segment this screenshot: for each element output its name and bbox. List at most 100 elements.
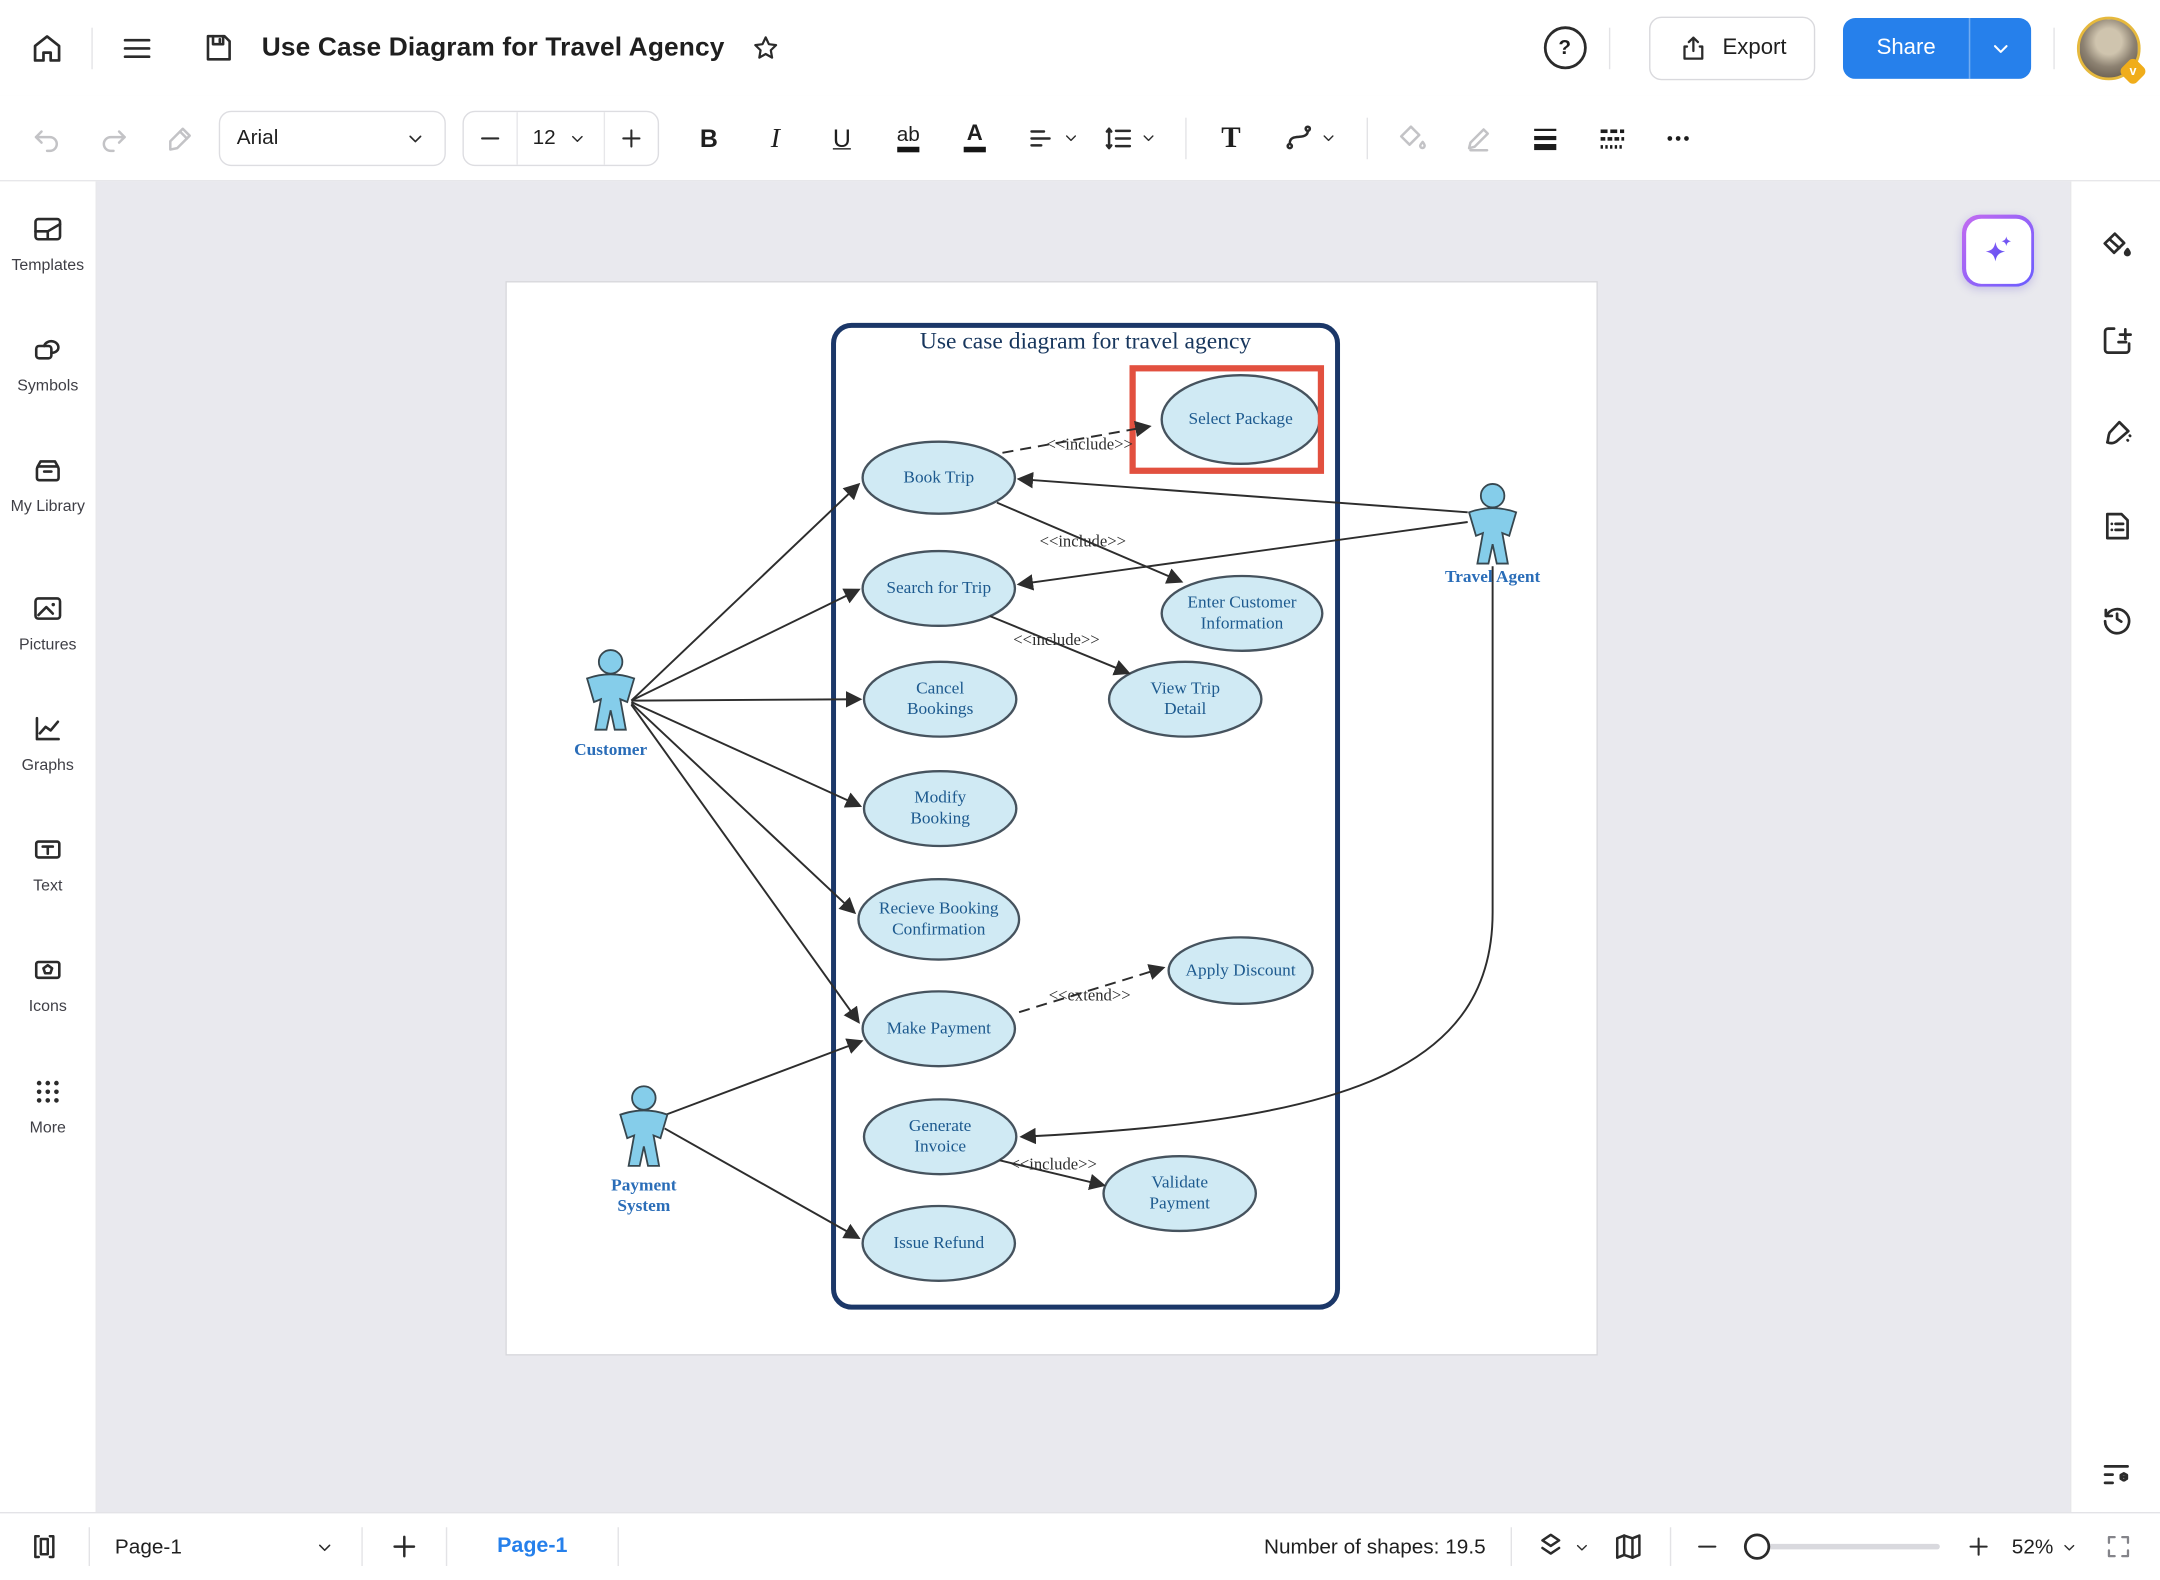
user-avatar[interactable]: v bbox=[2076, 15, 2148, 86]
system-boundary-rect[interactable] bbox=[831, 322, 1341, 1310]
include-search-trip-view-trip-detail[interactable] bbox=[989, 615, 1131, 676]
assoc-customer-modify-booking[interactable] bbox=[630, 701, 863, 808]
line-weight-button[interactable] bbox=[1518, 110, 1573, 165]
fill-color-button[interactable] bbox=[1385, 110, 1440, 165]
include-book-trip-select-package[interactable] bbox=[1002, 420, 1152, 454]
add-page-button[interactable] bbox=[377, 1519, 432, 1574]
graphs-icon bbox=[35, 716, 60, 741]
sidebar-item-templates[interactable]: Templates bbox=[0, 212, 96, 276]
underline-button[interactable]: U bbox=[814, 110, 869, 165]
actor-travel-agent-figure[interactable] bbox=[1467, 483, 1518, 565]
connector-tool-button[interactable] bbox=[1270, 110, 1350, 165]
assoc-travel-agent-book-trip[interactable] bbox=[1016, 471, 1468, 514]
font-family-select[interactable]: Arial bbox=[218, 110, 446, 166]
divider bbox=[91, 26, 93, 69]
format-painter-button[interactable] bbox=[152, 110, 207, 165]
usecase-recieve-booking-confirmation[interactable] bbox=[857, 878, 1021, 961]
usecase-generate-invoice[interactable] bbox=[862, 1098, 1018, 1176]
zoom-slider[interactable] bbox=[1743, 1533, 1940, 1560]
usecase-search-for-trip[interactable] bbox=[861, 549, 1017, 628]
assoc-travel-agent-search-trip[interactable] bbox=[1016, 521, 1468, 591]
export-button[interactable]: Export bbox=[1649, 15, 1816, 80]
history-button[interactable] bbox=[2091, 593, 2144, 646]
text-align-button[interactable] bbox=[1014, 110, 1092, 165]
redo-button[interactable] bbox=[86, 110, 141, 165]
border-color-button[interactable] bbox=[1451, 110, 1506, 165]
more-tools-button[interactable] bbox=[1650, 110, 1705, 165]
assoc-customer-make-payment[interactable] bbox=[630, 704, 860, 1024]
usecase-cancel-bookings[interactable] bbox=[862, 660, 1018, 738]
zoom-slider-knob[interactable] bbox=[1743, 1533, 1771, 1560]
pages-panel-button[interactable] bbox=[14, 1519, 75, 1574]
favorite-button[interactable] bbox=[738, 20, 793, 75]
minimap-button[interactable] bbox=[1601, 1519, 1656, 1574]
templates-icon bbox=[34, 217, 62, 241]
help-button[interactable]: ? bbox=[1537, 20, 1592, 75]
font-size-select[interactable]: 12 bbox=[516, 111, 606, 165]
usecase-apply-discount[interactable] bbox=[1167, 936, 1314, 1006]
usecase-select-package[interactable] bbox=[1160, 374, 1321, 466]
document-title[interactable]: Use Case Diagram for Travel Agency bbox=[261, 32, 725, 62]
assoc-customer-cancel-bookings[interactable] bbox=[631, 691, 863, 708]
main-menu-button[interactable] bbox=[109, 20, 164, 75]
drawing-canvas[interactable]: Use case diagram for travel agency Selec… bbox=[95, 181, 2070, 1512]
sidebar-item-symbols[interactable]: Symbols bbox=[0, 332, 96, 396]
font-size-increase-button[interactable] bbox=[605, 111, 658, 164]
usecase-issue-refund[interactable] bbox=[861, 1204, 1017, 1282]
zoom-in-button[interactable] bbox=[1956, 1519, 2000, 1574]
assoc-customer-recieve-confirmation[interactable] bbox=[630, 702, 857, 915]
extend-make-payment-apply-discount[interactable] bbox=[1018, 964, 1166, 1014]
document-notes-button[interactable] bbox=[2091, 500, 2144, 553]
usecase-make-payment[interactable] bbox=[861, 990, 1017, 1068]
sidebar-item-text[interactable]: Text bbox=[0, 832, 96, 896]
fullscreen-button[interactable] bbox=[2091, 1519, 2146, 1574]
sidebar-item-icons[interactable]: Icons bbox=[0, 953, 96, 1017]
assoc-customer-search-trip[interactable] bbox=[630, 588, 861, 702]
divider bbox=[1608, 26, 1611, 69]
diagram-page[interactable]: Use case diagram for travel agency Selec… bbox=[505, 281, 1598, 1356]
share-button[interactable]: Share bbox=[1843, 17, 1969, 79]
theme-button[interactable] bbox=[2091, 407, 2144, 460]
ai-assistant-button[interactable] bbox=[1961, 214, 2034, 287]
export-label: Export bbox=[1722, 35, 1787, 59]
save-button[interactable] bbox=[190, 20, 245, 75]
page-tab-active[interactable]: Page-1 bbox=[497, 1534, 568, 1558]
home-button[interactable] bbox=[19, 20, 74, 75]
assoc-customer-book-trip[interactable] bbox=[630, 482, 861, 702]
undo-button[interactable] bbox=[19, 110, 74, 165]
strikethrough-button[interactable]: ab bbox=[881, 110, 936, 165]
sidebar-item-my-library[interactable]: My Library bbox=[0, 453, 96, 517]
canvas-settings-button[interactable] bbox=[2091, 1448, 2144, 1501]
zoom-level-dropdown[interactable]: 52% bbox=[2001, 1535, 2091, 1558]
usecase-view-trip-detail[interactable] bbox=[1107, 660, 1263, 738]
usecase-book-trip[interactable] bbox=[861, 440, 1017, 515]
assoc-payment-system-issue-refund[interactable] bbox=[664, 1127, 861, 1240]
actor-customer-figure[interactable] bbox=[585, 649, 636, 731]
assoc-travel-agent-generate-invoice[interactable] bbox=[1019, 566, 1494, 1145]
usecase-enter-customer-information[interactable] bbox=[1160, 574, 1324, 652]
sidebar-item-more[interactable]: More bbox=[0, 1074, 96, 1138]
line-spacing-button[interactable] bbox=[1091, 110, 1169, 165]
share-dropdown-button[interactable] bbox=[1968, 17, 2032, 79]
actor-payment-system-figure[interactable] bbox=[619, 1085, 669, 1167]
highlight-rect-select-package[interactable] bbox=[1129, 365, 1325, 474]
include-generate-invoice-validate-payment[interactable] bbox=[999, 1159, 1106, 1190]
sidebar-item-pictures[interactable]: Pictures bbox=[0, 591, 96, 655]
line-style-button[interactable] bbox=[1584, 110, 1639, 165]
font-color-button[interactable]: A bbox=[947, 110, 1002, 165]
lines-gear-icon bbox=[2103, 1465, 2129, 1485]
layers-button[interactable] bbox=[1526, 1530, 1601, 1563]
usecase-validate-payment[interactable] bbox=[1102, 1154, 1258, 1233]
usecase-modify-booking[interactable] bbox=[862, 770, 1018, 848]
text-tool-button[interactable]: T bbox=[1203, 110, 1258, 165]
page-selector-dropdown[interactable]: Page-1 bbox=[104, 1535, 348, 1558]
assoc-payment-system-make-payment[interactable] bbox=[665, 1038, 864, 1116]
sidebar-item-graphs[interactable]: Graphs bbox=[0, 712, 96, 776]
fill-style-button[interactable] bbox=[2091, 220, 2144, 273]
italic-button[interactable]: I bbox=[748, 110, 803, 165]
font-size-decrease-button[interactable] bbox=[464, 111, 517, 164]
include-book-trip-enter-customer-info[interactable] bbox=[996, 501, 1184, 584]
zoom-out-button[interactable] bbox=[1685, 1519, 1729, 1574]
bold-button[interactable]: B bbox=[681, 110, 736, 165]
arrange-shape-button[interactable] bbox=[2091, 314, 2144, 367]
